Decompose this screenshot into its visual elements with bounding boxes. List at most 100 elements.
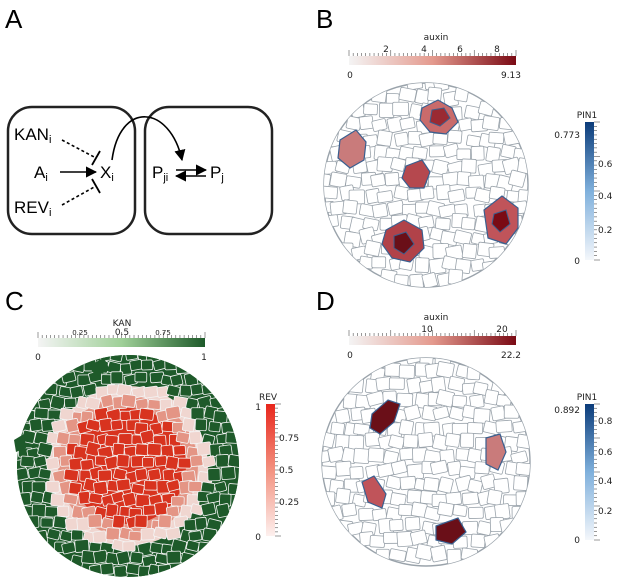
x-node: Xi	[100, 163, 114, 184]
cell	[419, 185, 435, 200]
b-peak-center	[401, 159, 431, 189]
cell	[17, 492, 32, 507]
cell	[129, 359, 143, 371]
cell	[62, 493, 79, 505]
cell	[140, 359, 154, 371]
cell	[388, 548, 407, 563]
b-auxin-colorbar	[349, 56, 516, 65]
cell	[112, 514, 126, 529]
cell	[446, 548, 462, 565]
cell	[88, 492, 104, 505]
cell	[47, 409, 62, 421]
cell	[31, 503, 47, 518]
cell	[414, 257, 430, 273]
cell	[390, 459, 408, 475]
cell	[142, 504, 156, 516]
cell	[371, 202, 389, 219]
cell	[349, 466, 364, 480]
cell	[398, 419, 415, 437]
cell	[50, 493, 66, 507]
cell	[467, 422, 484, 435]
d-pin-tick-02: 0.2	[598, 507, 612, 517]
cell	[399, 475, 417, 491]
cell	[30, 491, 44, 504]
c-kan-title: KAN	[113, 319, 132, 329]
cell	[432, 405, 450, 421]
cell	[45, 480, 60, 493]
c-rev-max: 1	[255, 403, 261, 413]
b-auxin-max: 9.13	[501, 71, 521, 81]
cell	[122, 492, 137, 507]
b-pin-tick-02: 0.2	[598, 226, 612, 236]
cell	[423, 506, 442, 522]
d-tissue	[321, 357, 531, 567]
cell	[216, 503, 231, 518]
b-peak-bottom-core	[393, 231, 415, 255]
cell	[460, 432, 475, 448]
cell	[503, 404, 520, 419]
cell	[403, 404, 421, 421]
c-cell-grid	[17, 355, 239, 577]
panel-a-letter: A	[5, 4, 23, 34]
c-rev-colorbar	[266, 404, 275, 536]
cell	[410, 529, 428, 546]
cell	[461, 216, 476, 231]
cell	[120, 393, 137, 408]
cell	[113, 467, 128, 481]
cell	[44, 382, 58, 396]
cell	[384, 172, 400, 187]
cell	[166, 550, 182, 564]
cell	[370, 173, 386, 188]
cell	[499, 117, 516, 131]
c-rev-tick-075: 0.75	[279, 434, 299, 444]
cell	[437, 501, 455, 517]
cell	[326, 504, 344, 523]
cell	[147, 468, 162, 482]
b-auxin-title: auxin	[424, 33, 449, 43]
b-pin-colorbar	[585, 122, 594, 260]
cell	[92, 530, 107, 544]
b-auxin-peaks	[337, 99, 519, 263]
cell	[201, 455, 216, 468]
cell	[68, 481, 82, 495]
cell	[105, 527, 121, 541]
cell	[175, 360, 190, 375]
c-rev-title: REV	[259, 393, 278, 403]
cell	[389, 492, 407, 507]
cell	[214, 481, 228, 493]
cell	[32, 530, 49, 545]
b-peak-right-core	[491, 209, 511, 233]
cell-i-box	[6, 105, 137, 236]
cell	[116, 478, 131, 492]
b-peak-top-core	[429, 107, 451, 127]
cell	[122, 541, 136, 552]
c-kan-tick-075: 0.75	[155, 329, 171, 337]
b-pin-tick-06: 0.6	[598, 160, 613, 170]
kan-inhibits-x	[61, 139, 97, 159]
cell	[40, 517, 54, 528]
cell	[421, 272, 438, 287]
d-pin-tick-06: 0.6	[598, 448, 613, 458]
cell	[109, 355, 124, 363]
cell	[437, 476, 454, 494]
cell	[427, 86, 443, 102]
cell	[389, 518, 404, 532]
panel-d-letter: D	[316, 286, 335, 316]
d-auxin-max: 22.2	[501, 351, 521, 361]
cell	[112, 442, 125, 457]
cell	[177, 457, 192, 469]
cell	[134, 468, 148, 482]
pj-node: Pj	[210, 163, 224, 184]
cell	[329, 171, 348, 189]
cell	[511, 506, 527, 520]
cell	[383, 531, 399, 544]
cell	[139, 407, 155, 421]
cell	[197, 541, 212, 556]
cell	[482, 260, 497, 274]
d-peak-bottom	[435, 517, 467, 545]
cell	[189, 454, 204, 467]
cell	[165, 455, 180, 471]
cell	[190, 383, 204, 396]
cell	[69, 385, 84, 399]
cell	[105, 503, 119, 518]
